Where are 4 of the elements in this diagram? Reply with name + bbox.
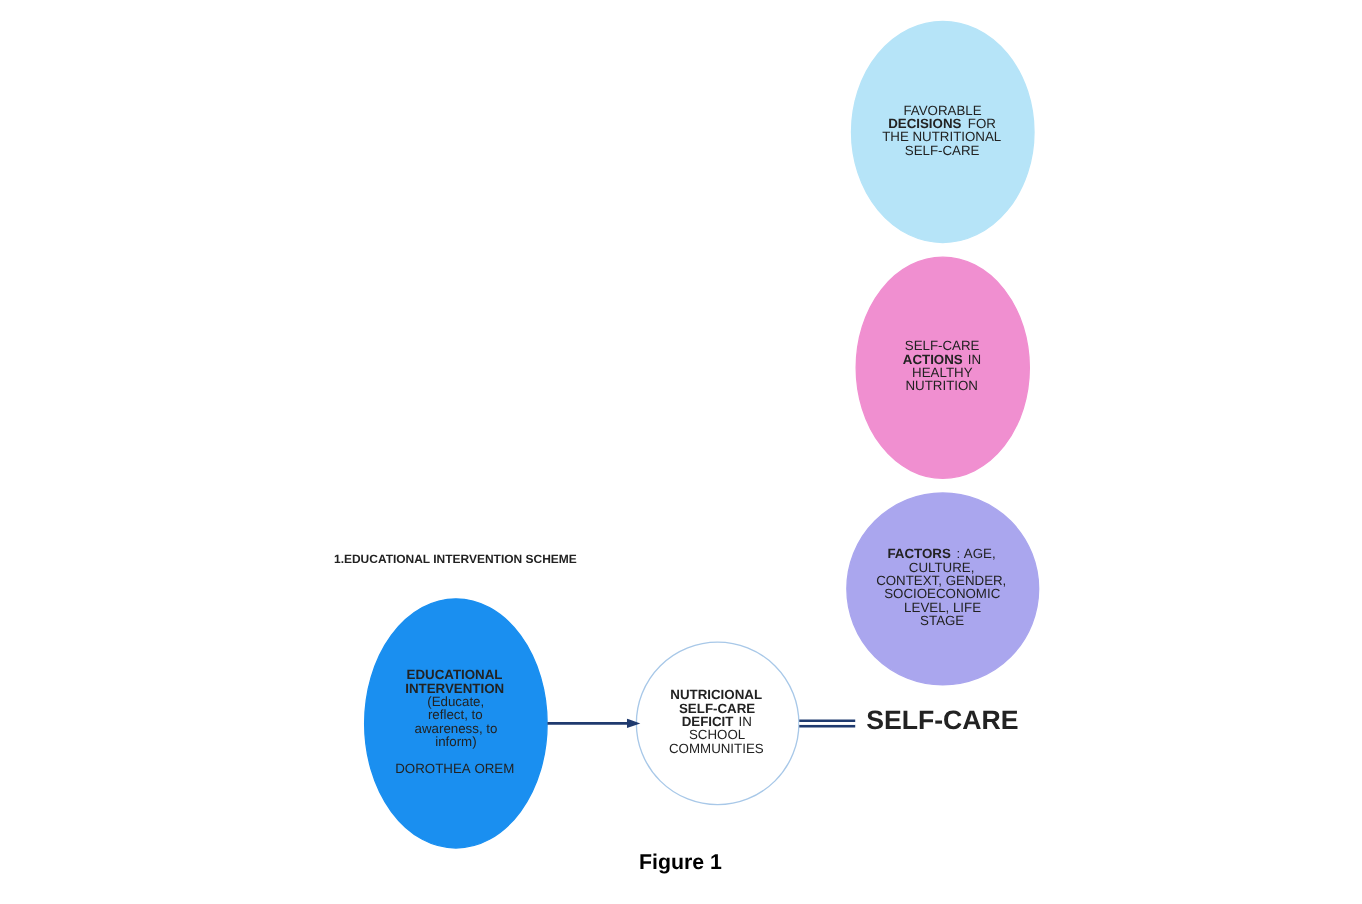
connector	[799, 719, 856, 728]
arrow	[547, 718, 641, 729]
caption: Figure 1	[639, 851, 722, 876]
node-text: SELF-CARE	[866, 704, 1019, 735]
